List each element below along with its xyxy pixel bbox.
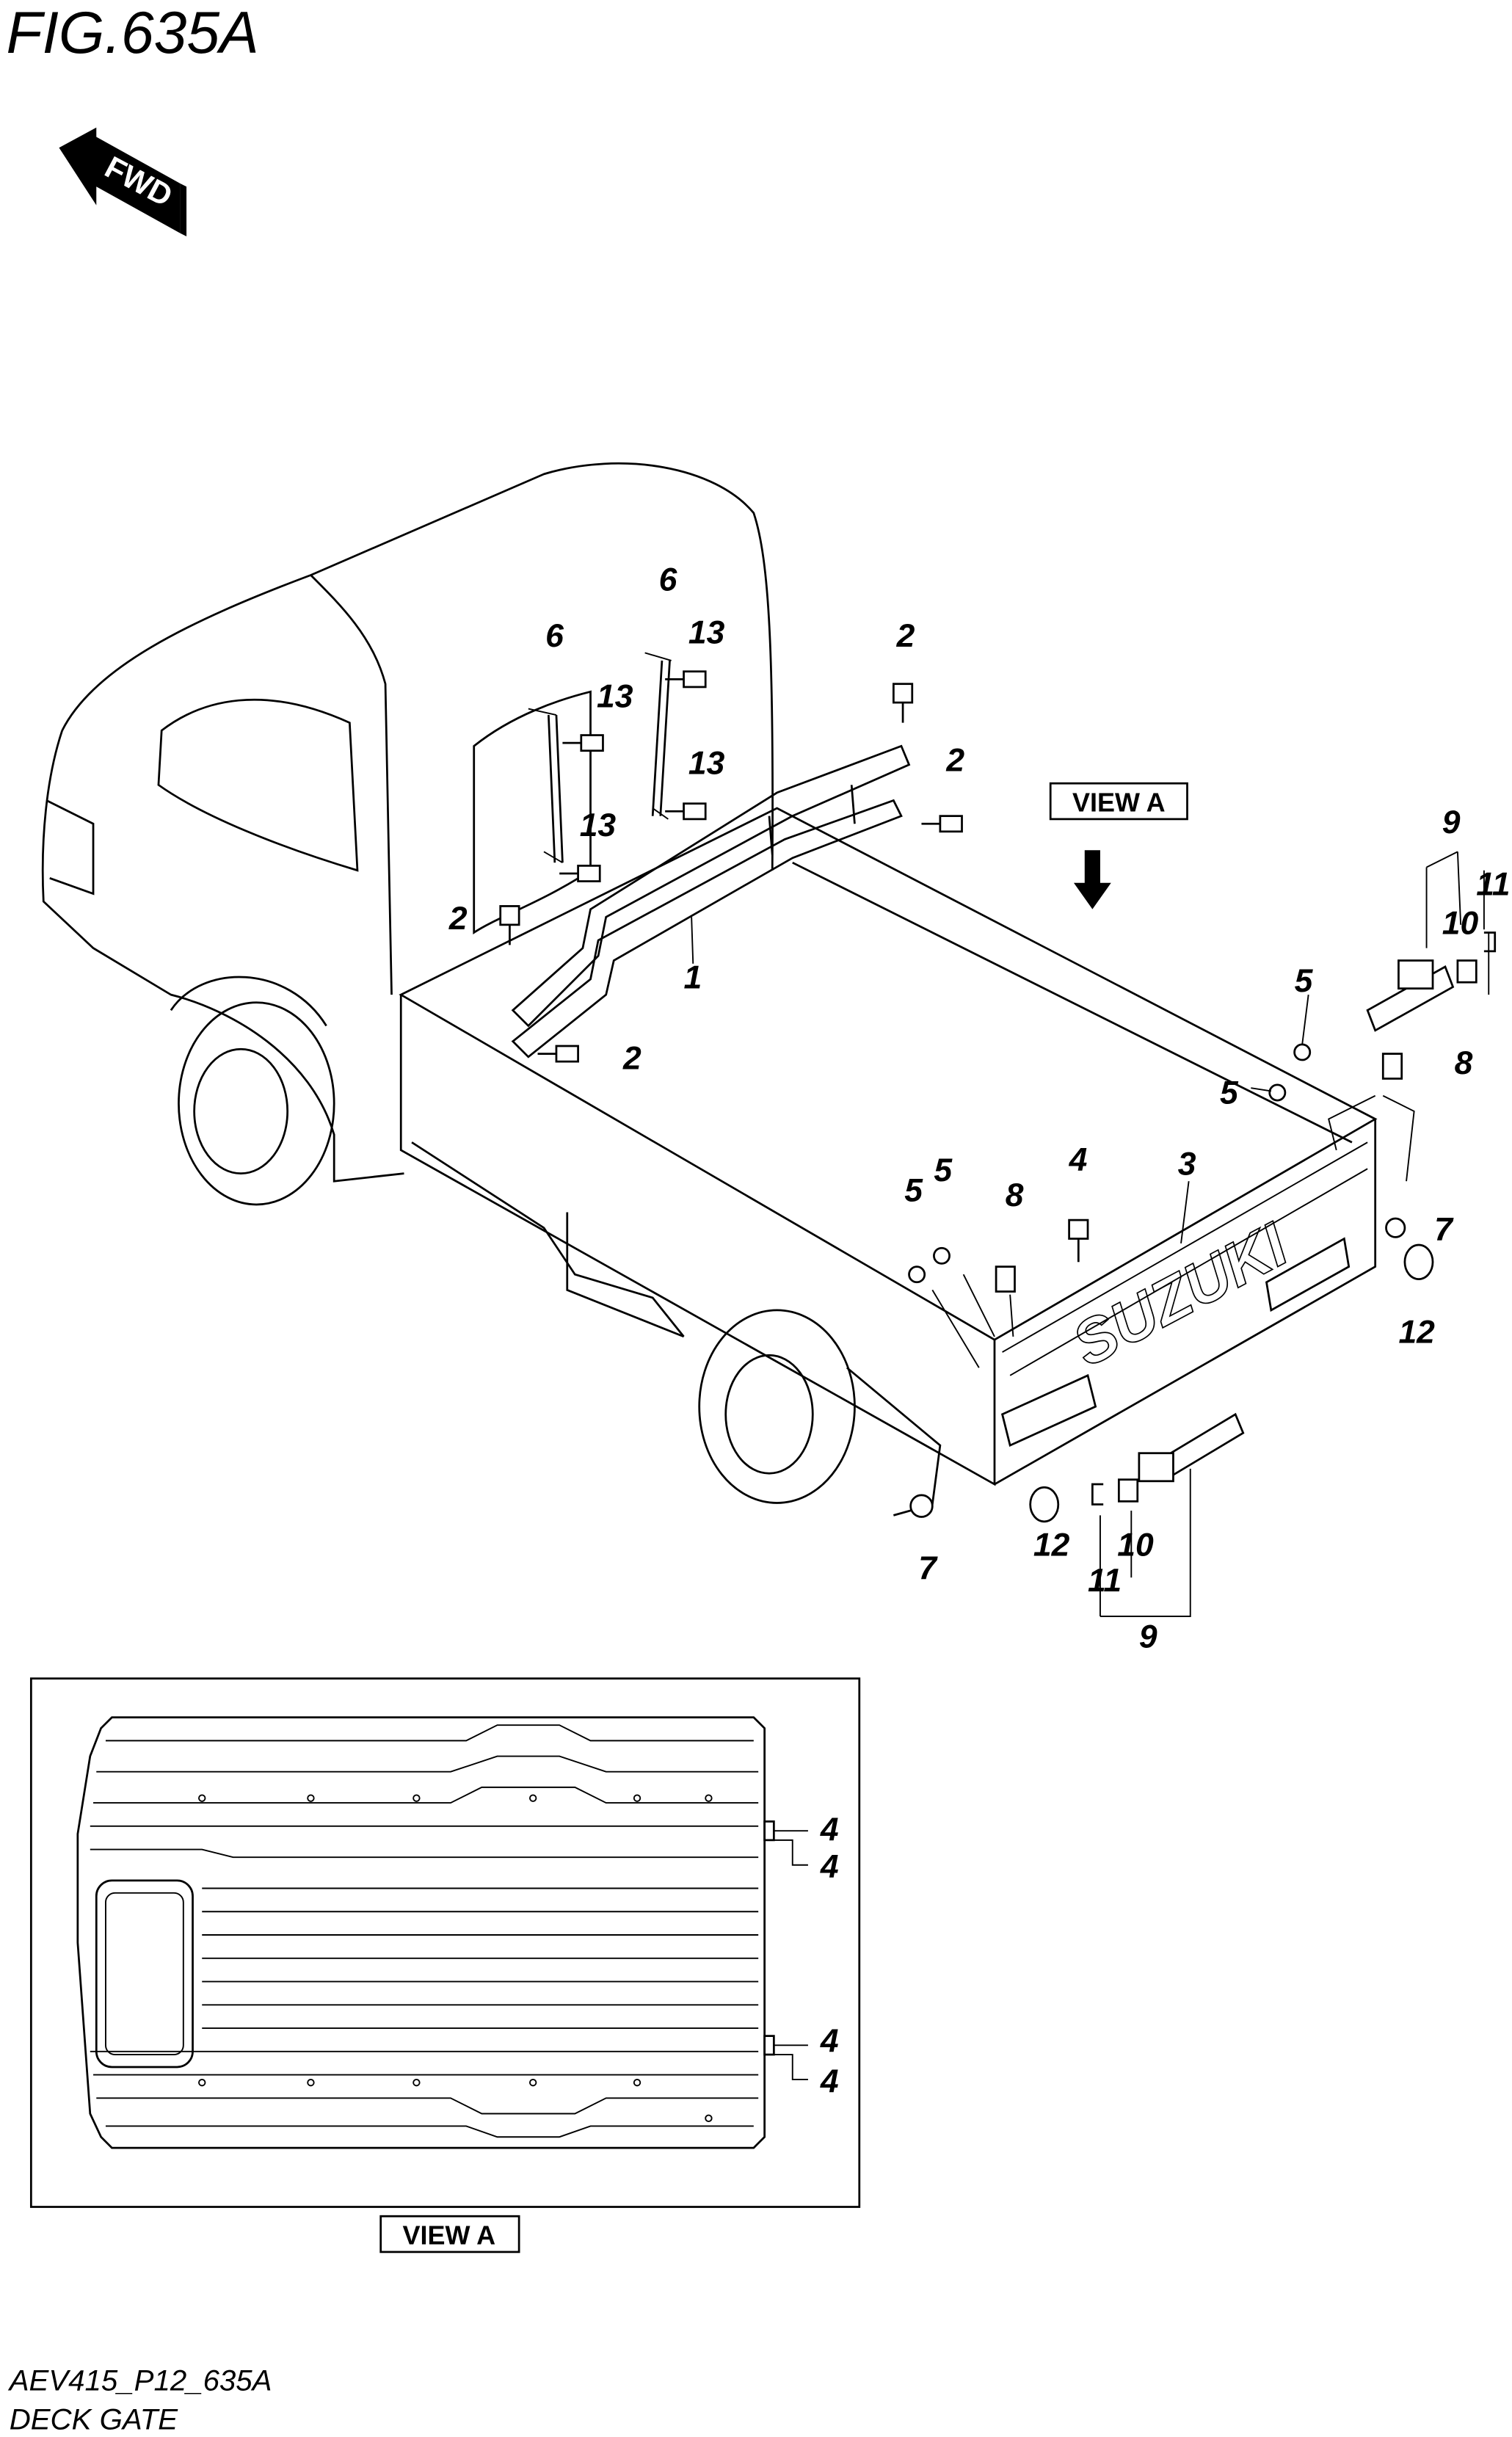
- callout-9: 9: [1139, 1619, 1157, 1655]
- suzuki-logo: SUZUKI: [1061, 1209, 1299, 1380]
- callout-4: 4: [820, 1812, 839, 1848]
- rivet-holes: [198, 1794, 713, 2123]
- callout-4: 4: [1069, 1141, 1088, 1177]
- callout-13: 13: [688, 745, 725, 781]
- callout-8: 8: [1455, 1045, 1473, 1081]
- callout-2: 2: [896, 618, 915, 654]
- callout-1: 1: [684, 960, 702, 996]
- bolt-icon: [892, 683, 914, 723]
- bolt-icon: [499, 905, 520, 945]
- callout-13: 13: [597, 678, 633, 714]
- callout-6: 6: [545, 618, 564, 654]
- bolt-icon: [562, 734, 604, 752]
- callout-7: 7: [918, 1550, 938, 1586]
- view-a-detail-label: VIEW A: [403, 2220, 496, 2250]
- bolt-icon: [1068, 1218, 1089, 1263]
- callout-7: 7: [1434, 1212, 1454, 1248]
- bolt-icon: [665, 670, 707, 689]
- callout-11: 11: [1476, 867, 1510, 903]
- callout-6: 6: [659, 562, 677, 598]
- bolt-icon: [665, 802, 707, 821]
- callout-5: 5: [1220, 1075, 1239, 1111]
- stays: [528, 652, 672, 863]
- callout-10: 10: [1117, 1527, 1154, 1563]
- truck-cab: [41, 462, 774, 1206]
- callout-13: 13: [688, 615, 725, 651]
- callout-13: 13: [580, 807, 617, 843]
- bolts: [499, 670, 1089, 1263]
- callout-3: 3: [1178, 1147, 1196, 1183]
- figure-title: FIG.635A: [6, 0, 258, 66]
- callout-5: 5: [934, 1152, 953, 1188]
- callout-2: 2: [448, 901, 468, 937]
- view-a-detail: 4 4 4 4 VIEW A: [29, 1677, 861, 2253]
- bolt-icon: [921, 815, 963, 833]
- figure-caption: DECK GATE: [10, 2403, 179, 2436]
- figure-code: AEV415_P12_635A: [8, 2364, 272, 2397]
- callout-10: 10: [1442, 906, 1479, 942]
- callout-4: 4: [820, 2063, 839, 2099]
- view-a-label: VIEW A: [1072, 787, 1166, 817]
- callout-8: 8: [1006, 1177, 1024, 1213]
- bolt-icon: [537, 1045, 579, 1063]
- callout-9: 9: [1442, 805, 1461, 840]
- small-parts: [691, 851, 1497, 1617]
- view-a-tag: VIEW A: [1049, 782, 1188, 909]
- deck-body: SUZUKI: [399, 807, 1378, 1517]
- callouts: 6 6 13 13 13 13 2 2 2 2 1 9 11 10 5 8 5 …: [448, 562, 1511, 1655]
- callout-2: 2: [945, 742, 964, 778]
- callout-5: 5: [904, 1173, 923, 1209]
- callout-5: 5: [1295, 963, 1314, 999]
- callout-12: 12: [1398, 1314, 1435, 1350]
- arrow-down-icon: [1073, 850, 1111, 909]
- callout-2: 2: [622, 1041, 641, 1077]
- callout-4: 4: [820, 1849, 839, 1885]
- callout-4: 4: [820, 2023, 839, 2059]
- fwd-arrow-icon: FWD: [59, 127, 187, 236]
- deck-bracket: [511, 744, 911, 1058]
- bolt-icon: [559, 865, 601, 882]
- callout-12: 12: [1033, 1527, 1070, 1563]
- callout-11: 11: [1088, 1563, 1122, 1599]
